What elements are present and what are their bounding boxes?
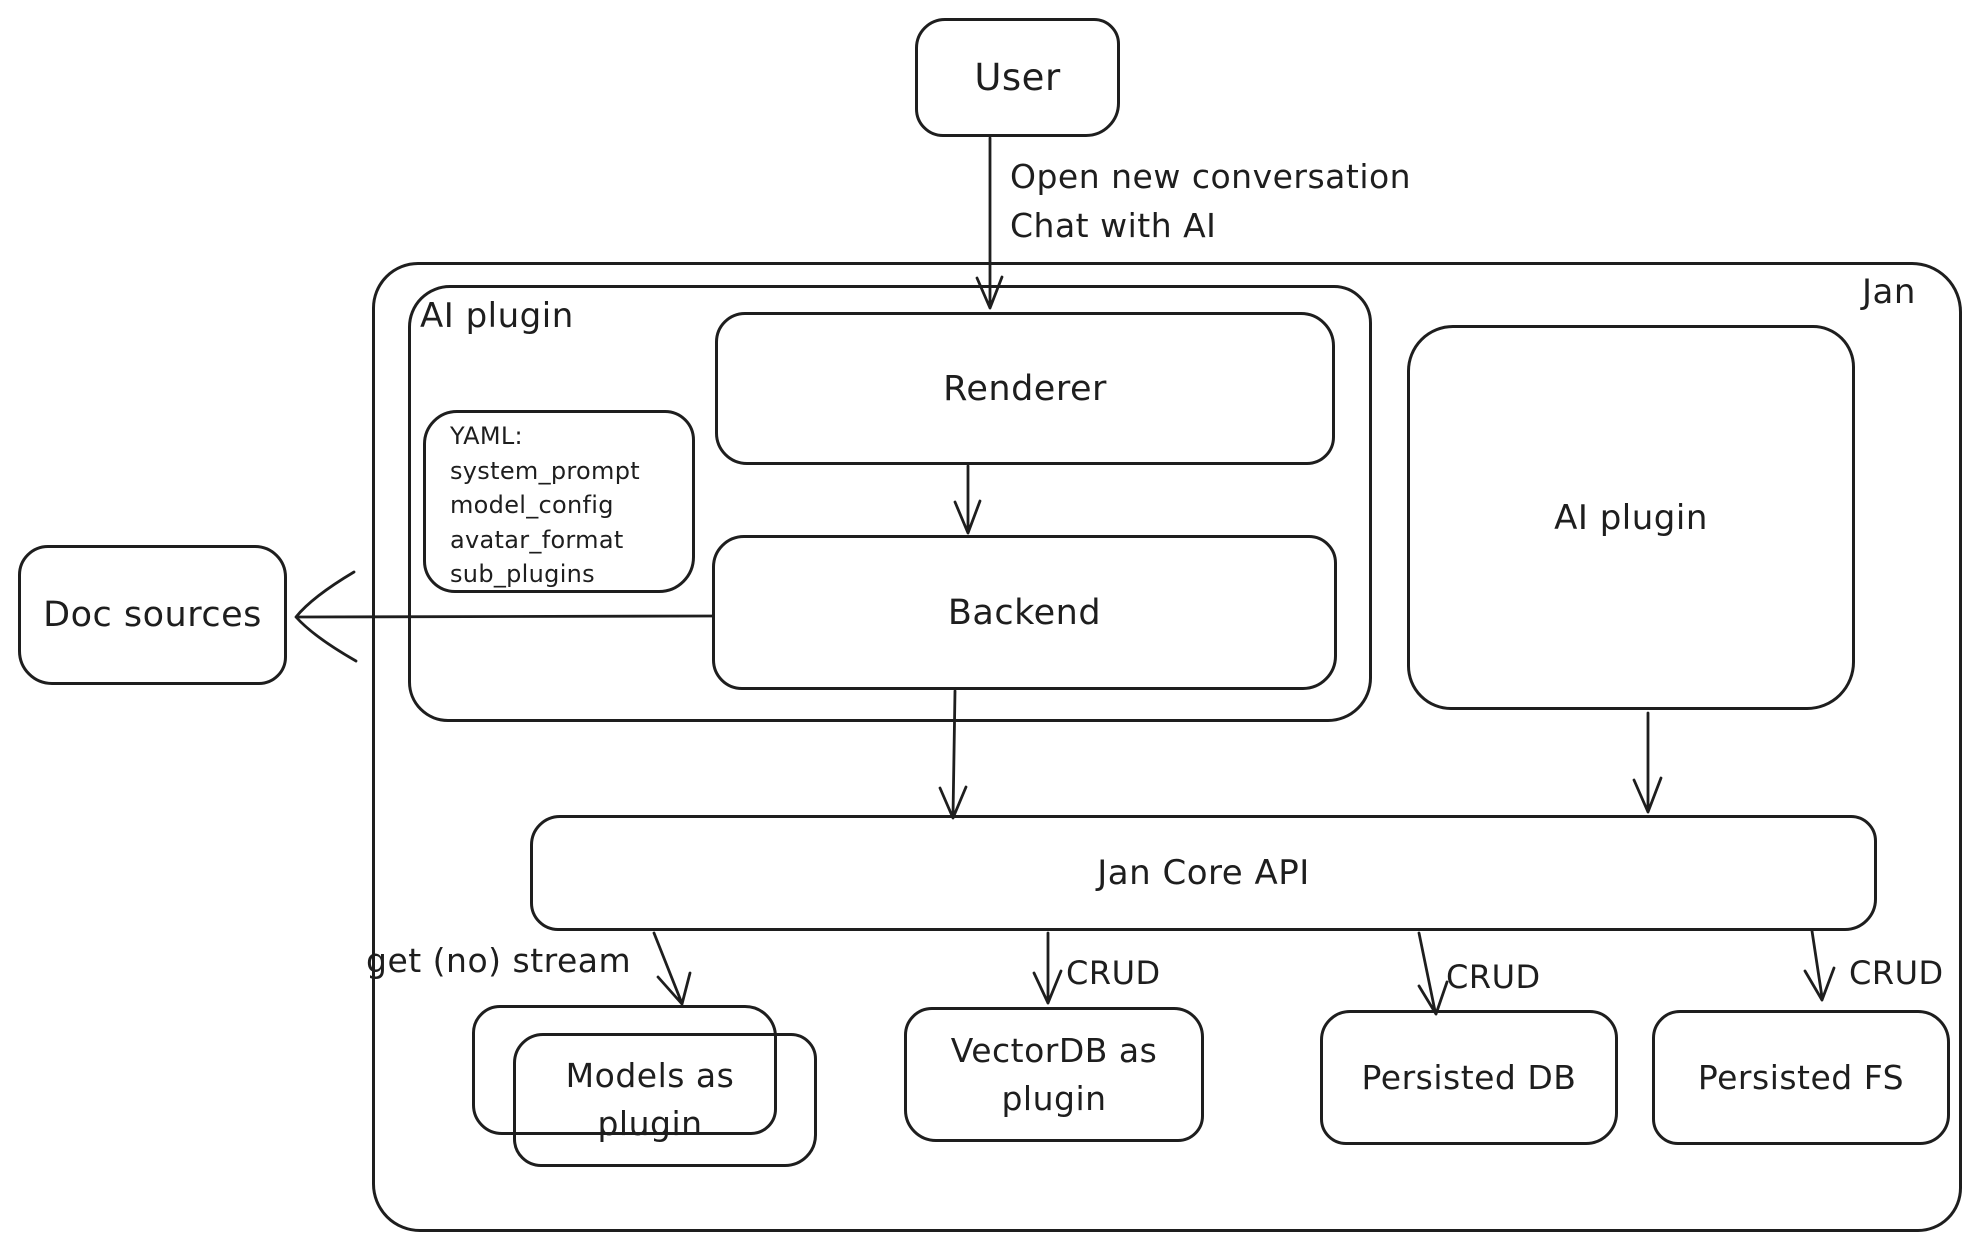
backend-node: Backend: [712, 535, 1337, 690]
models-plugin-node-outer: [472, 1005, 777, 1135]
renderer-node: Renderer: [715, 312, 1335, 465]
doc-sources-node: Doc sources: [18, 545, 287, 685]
ai-plugin-right-node: AI plugin: [1407, 325, 1855, 710]
edge-label-line: Chat with AI: [1010, 206, 1217, 245]
edge-label-line: Open new conversation: [1010, 157, 1412, 196]
jan-core-api-node: Jan Core API: [530, 815, 1877, 931]
edge-label-crud-persisted-fs: CRUD: [1849, 954, 1944, 992]
persisted-fs-node: Persisted FS: [1652, 1010, 1950, 1145]
models-plugin-node-label: Models as plugin: [565, 1056, 735, 1143]
yaml-line: system_prompt: [450, 456, 640, 485]
ai-plugin-left-container-label: AI plugin: [420, 296, 574, 336]
ai-plugin-right-node-label: AI plugin: [1554, 497, 1708, 538]
yaml-line: model_config: [450, 491, 614, 519]
ai-plugin-left-container: [408, 285, 1372, 722]
user-node-label: User: [974, 56, 1061, 99]
persisted-fs-node-label: Persisted FS: [1697, 1058, 1905, 1097]
vectordb-plugin-node: [904, 1007, 1204, 1142]
jan-container: [372, 262, 1962, 1232]
yaml-note-text: YAML: system_prompt model_config avatar_…: [450, 419, 640, 592]
edge-label-user-to-renderer: Open new conversation Chat with AI: [1010, 152, 1411, 250]
persisted-db-node-label: Persisted DB: [1361, 1058, 1577, 1097]
jan-container-label: Jan: [1862, 272, 1916, 312]
yaml-line: avatar_format: [450, 525, 624, 554]
edge-label-crud-vectordb: CRUD: [1066, 954, 1161, 992]
renderer-node-label: Renderer: [943, 368, 1107, 409]
yaml-line: YAML:: [450, 422, 523, 450]
edge-label-crud-persisted-db: CRUD: [1446, 958, 1541, 996]
yaml-line: sub_plugins: [450, 560, 595, 588]
persisted-db-node: Persisted DB: [1320, 1010, 1618, 1145]
models-plugin-node-inner: [513, 1033, 817, 1167]
backend-node-label: Backend: [947, 592, 1102, 633]
yaml-note: [423, 410, 695, 593]
jan-core-api-node-label: Jan Core API: [1097, 853, 1310, 893]
edge-label-get-no-stream: get (no) stream: [366, 941, 632, 980]
vectordb-plugin-node-label: VectorDB as plugin: [950, 1030, 1158, 1118]
doc-sources-node-label: Doc sources: [43, 595, 262, 635]
user-node: User: [915, 18, 1120, 137]
